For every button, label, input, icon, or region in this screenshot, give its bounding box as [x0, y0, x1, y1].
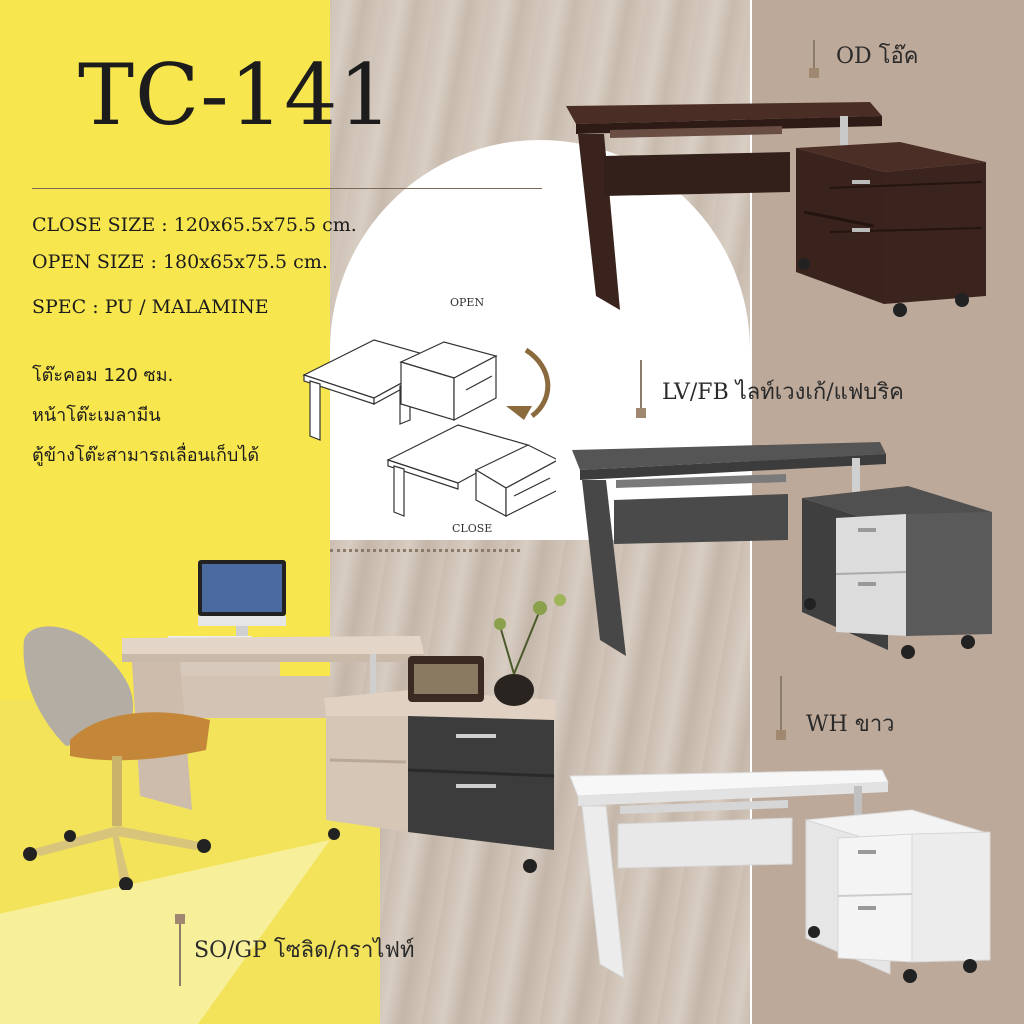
marker-line [640, 360, 642, 410]
variant-label-so-gp: SO/GP โซลิด/กราไฟท์ [194, 938, 415, 963]
open-size: OPEN SIZE : 180x65x75.5 cm. [32, 251, 328, 273]
marker-square [776, 730, 786, 740]
marker-square [175, 914, 185, 924]
dotted-separator [330, 549, 520, 552]
desk-od-image [566, 102, 986, 317]
divider [32, 188, 542, 189]
variant-label-lv-fb: LV/FB ไลท์เวงเก้/แฟบริค [662, 380, 904, 405]
open-close-diagram [302, 339, 556, 517]
desk-wh-image [569, 769, 991, 983]
marker-line [813, 40, 815, 70]
marker-line [179, 916, 181, 986]
variant-label-od: OD โอ๊ค [836, 44, 919, 69]
desk-so-gp-scene [23, 560, 566, 890]
close-label: CLOSE [452, 522, 493, 535]
marker-square [809, 68, 819, 78]
feature-3: ตู้ข้างโต๊ะสามารถเลื่อนเก็บได้ [32, 445, 260, 466]
spec-material: SPEC : PU / MALAMINE [32, 296, 269, 318]
close-size: CLOSE SIZE : 120x65.5x75.5 cm. [32, 214, 357, 236]
marker-line [780, 676, 782, 732]
feature-2: หน้าโต๊ะเมลามีน [32, 405, 161, 426]
feature-1: โต๊ะคอม 120 ซม. [32, 365, 174, 386]
page-title: TC-141 [78, 46, 394, 144]
desk-lv-fb-image [572, 442, 992, 659]
marker-square [636, 408, 646, 418]
variant-label-wh: WH ขาว [806, 712, 895, 737]
open-label: OPEN [450, 296, 485, 309]
